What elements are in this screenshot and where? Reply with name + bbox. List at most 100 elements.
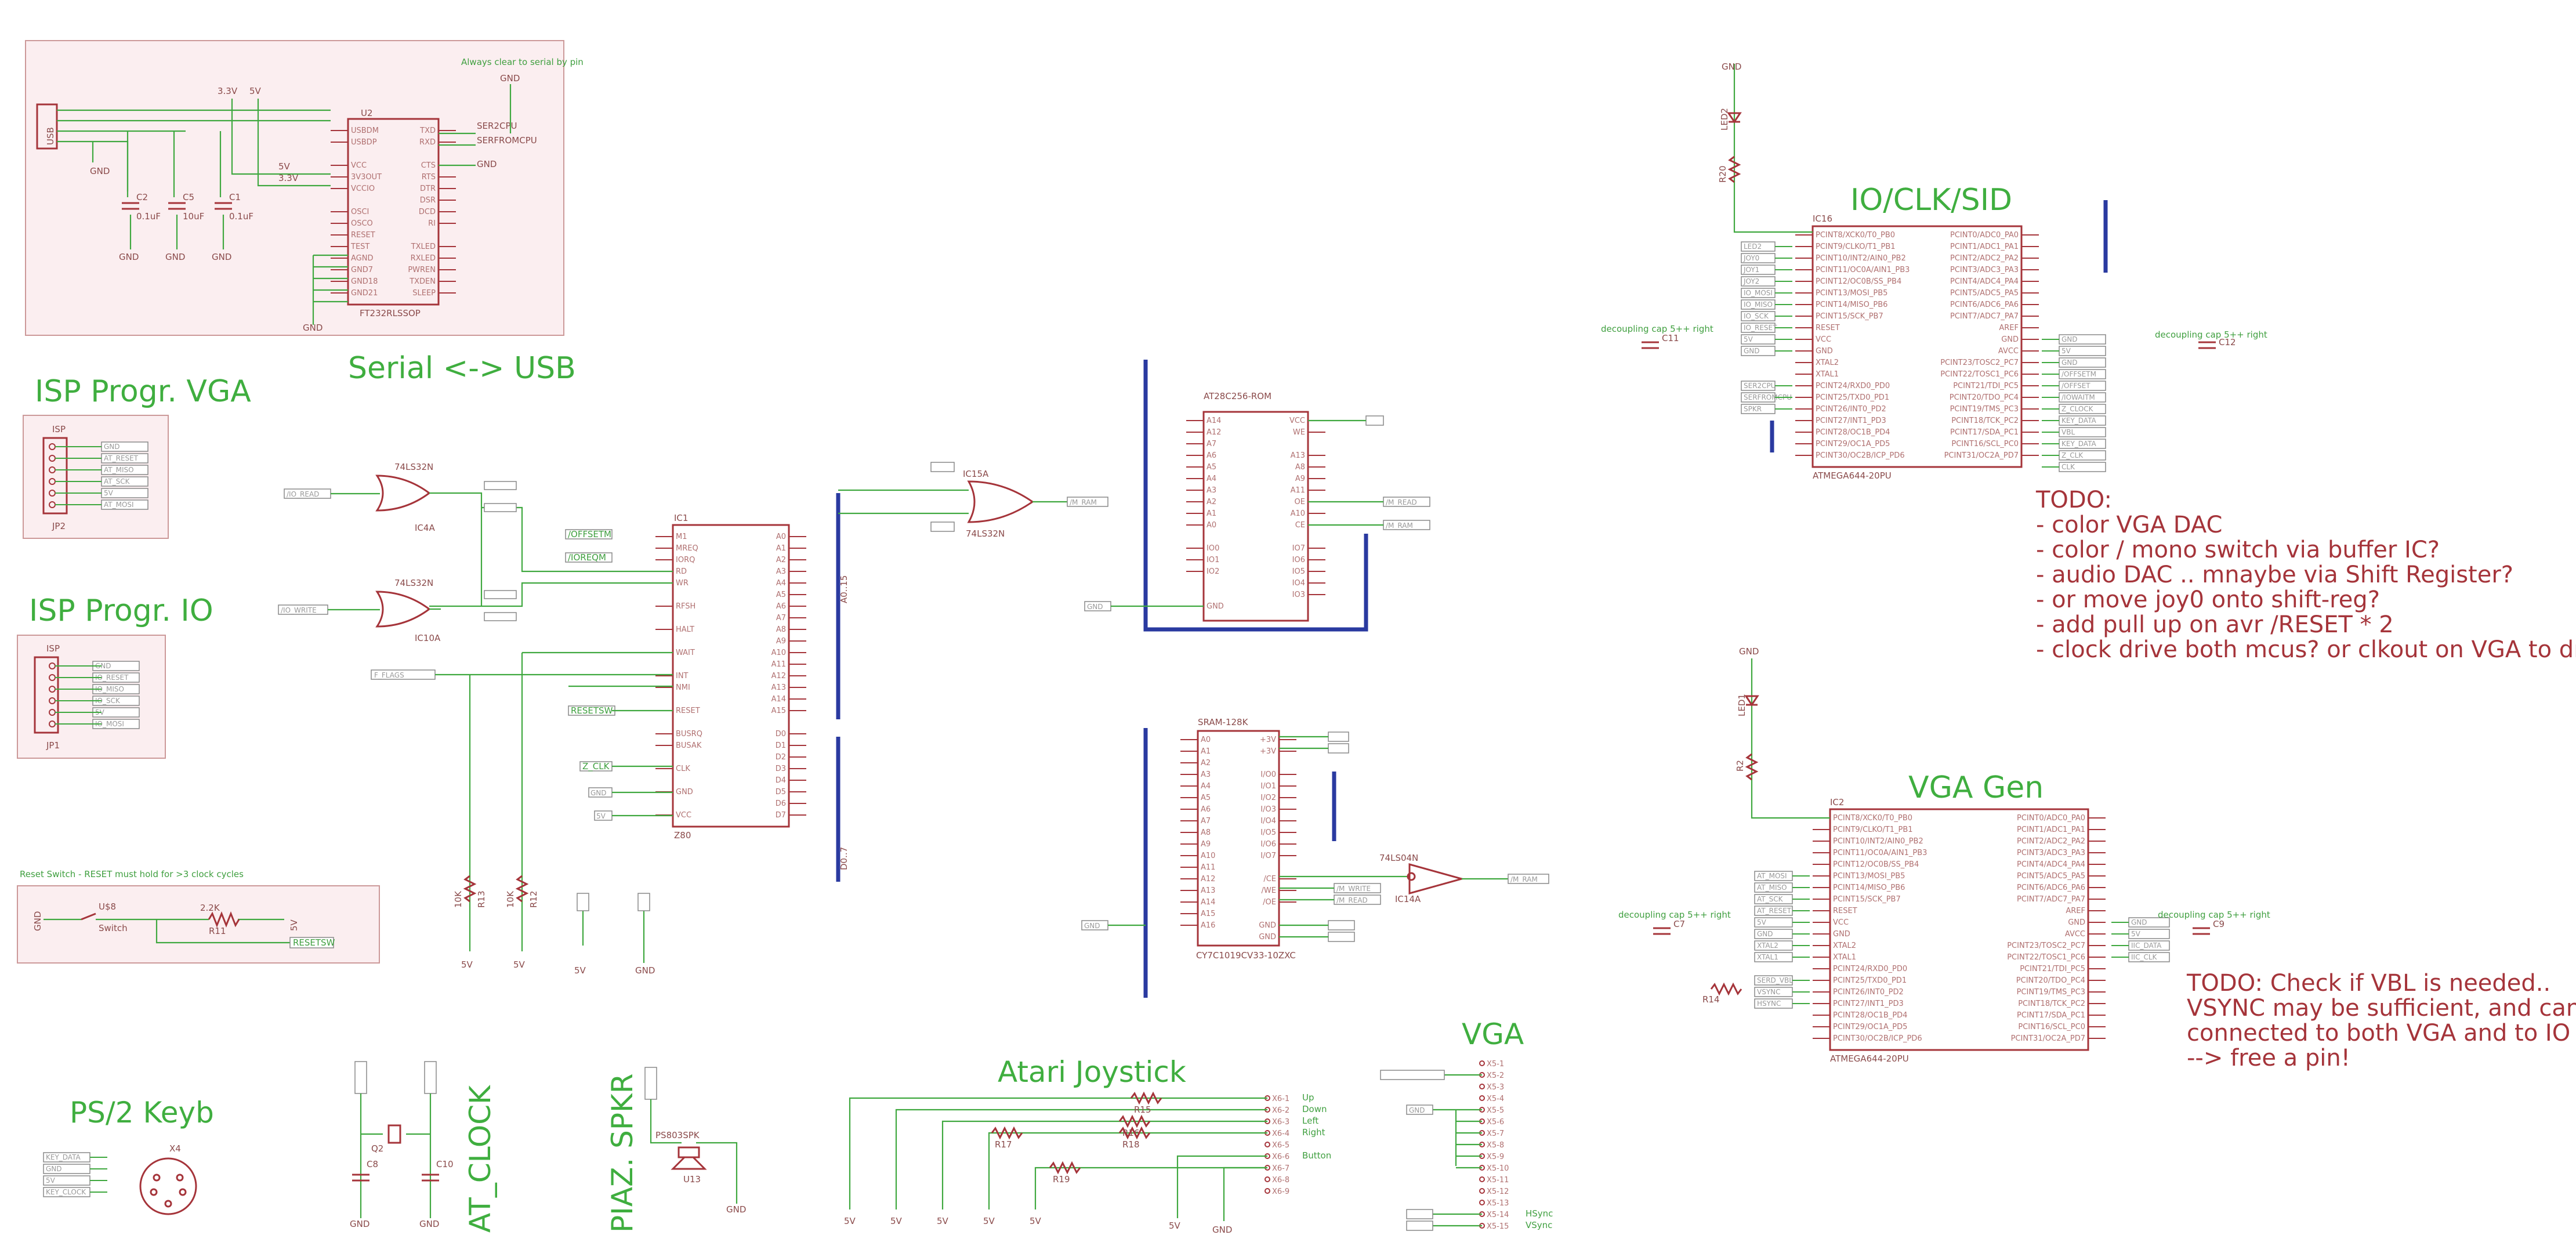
u2-5v-net: 5V bbox=[278, 161, 291, 172]
ft232-gnd: GND bbox=[303, 323, 323, 333]
pin-label: VCC bbox=[1833, 918, 1849, 927]
sram-3v-flag-1 bbox=[1328, 731, 1349, 742]
pin-label: PCINT19/TMS_PC3 bbox=[1950, 405, 2019, 414]
zclk-net: Z_CLK bbox=[582, 761, 610, 772]
net-flag-label: AT_MOSI bbox=[1757, 872, 1787, 880]
ps2-pin-5 bbox=[164, 1200, 172, 1208]
gate-wires bbox=[328, 492, 673, 611]
led1-label: LED1 bbox=[1737, 694, 1747, 716]
pin-label: A1 bbox=[1201, 747, 1211, 756]
vga-pin-label: X5-9 bbox=[1487, 1153, 1504, 1161]
net-flag-label: 5V bbox=[2061, 347, 2071, 355]
pin-label: PCINT18/TCK_PC2 bbox=[2018, 999, 2085, 1008]
pin-label: GND bbox=[2068, 918, 2085, 927]
usb-wires bbox=[57, 109, 331, 191]
ic4a-name: IC4A bbox=[415, 523, 435, 533]
ft-note: Always clear to serial by pin bbox=[461, 57, 584, 67]
pin-label: PCINT24/RXD0_PD0 bbox=[1816, 382, 1890, 390]
pin-label: I/O3 bbox=[1260, 805, 1276, 814]
net-flag-label: XTAL1 bbox=[1757, 953, 1778, 961]
joystick-5v-label: 5V bbox=[890, 1216, 903, 1226]
r13-value: 10K bbox=[453, 890, 463, 908]
pin-label: A4 bbox=[1207, 475, 1216, 483]
joystick-pin-label: X6-3 bbox=[1272, 1118, 1289, 1127]
pullup-resistors bbox=[463, 875, 529, 903]
net-flag-label: IO_SCK bbox=[1744, 312, 1769, 320]
ic15a-gate bbox=[967, 480, 1034, 523]
net-flag-label: 5V bbox=[46, 1176, 56, 1185]
pin-label: PCINT26/INT0_PD2 bbox=[1816, 405, 1886, 414]
vga-pin-label: X5-4 bbox=[1487, 1095, 1504, 1103]
pin-label: PCINT12/OC0B/SS_PB4 bbox=[1816, 277, 1901, 286]
pin-label: A0 bbox=[1207, 521, 1216, 530]
todo-io-line-3: - audio DAC .. mnaybe via Shift Register… bbox=[2036, 562, 2513, 588]
pin-label: A16 bbox=[1201, 921, 1215, 930]
ic15a-block: IC15A 74LS32N /M_RAM bbox=[838, 462, 1108, 539]
c1-gnd: GND bbox=[212, 252, 231, 262]
ic2-decoupling-caps bbox=[1653, 927, 2210, 935]
pin-label: A12 bbox=[1201, 875, 1215, 883]
pin-label: RESET bbox=[351, 231, 375, 240]
vga-gen-title: VGA Gen bbox=[1908, 770, 2044, 805]
pin-label: A10 bbox=[771, 649, 786, 657]
pin-label: PCINT22/TOSC1_PC6 bbox=[1940, 370, 2019, 379]
pin-label: VCC bbox=[676, 811, 691, 820]
u2-name: U2 bbox=[361, 108, 373, 118]
pin-label: PCINT2/ADC2_PA2 bbox=[2017, 837, 2085, 846]
pin-label: A13 bbox=[1291, 451, 1305, 460]
pin-label: USBDM bbox=[351, 126, 379, 135]
joystick-resistor bbox=[991, 1126, 1023, 1140]
net-flag-label: JOY1 bbox=[1743, 266, 1759, 274]
spkr-part: PS803SPK bbox=[655, 1130, 700, 1140]
net-flag-label: GND bbox=[2061, 358, 2078, 367]
ic14a-inverter bbox=[1408, 863, 1465, 895]
pin-label: PCINT4/ADC4_PA4 bbox=[2017, 860, 2085, 869]
a15-flag bbox=[930, 522, 955, 532]
net-flag-label: KEY_DATA bbox=[2061, 417, 2096, 425]
r13-5v: 5V bbox=[461, 959, 473, 970]
isp-io-connector bbox=[34, 656, 59, 734]
joystick-5v: 5V bbox=[1169, 1221, 1181, 1231]
net-flag-label: IIC_CLK bbox=[2131, 953, 2158, 961]
net-flag-label: IO_MISO bbox=[95, 685, 124, 693]
pin-label: PCINT24/RXD0_PD0 bbox=[1833, 965, 1907, 973]
joystick-gnd-wire bbox=[1176, 1155, 1267, 1221]
u2-5v: 5V bbox=[249, 86, 262, 96]
rom-vcc-flag bbox=[1365, 415, 1384, 426]
iorequ-flag bbox=[565, 552, 613, 563]
led2-symbol bbox=[1727, 112, 1742, 124]
vga-pin-label: X5-13 bbox=[1487, 1199, 1509, 1208]
pin-label: A9 bbox=[776, 637, 786, 646]
pin-label: A2 bbox=[776, 556, 786, 564]
ps2-pin-1 bbox=[153, 1174, 161, 1182]
spkr-wires bbox=[650, 1099, 738, 1204]
ic16-right-flags: GND5VGND/OFFSETM/OFFSET/IOWAITMZ_CLOCKKE… bbox=[2042, 334, 2106, 472]
net-flag-label: GND bbox=[2061, 335, 2078, 343]
pin-label: TXLED bbox=[411, 242, 436, 251]
joystick-direction-label: Right bbox=[1302, 1127, 1325, 1138]
pin-label: A0 bbox=[1201, 736, 1211, 744]
pin-label: A12 bbox=[771, 672, 786, 680]
ps2-pin-2 bbox=[176, 1174, 184, 1182]
atclk-flag-1 bbox=[354, 1061, 367, 1094]
c12-note: decoupling cap 5++ right bbox=[2155, 329, 2267, 340]
pin-label: /OE bbox=[1263, 898, 1276, 907]
pin-label: RESET bbox=[676, 707, 700, 715]
pin-label: PCINT7/ADC7_PA7 bbox=[1950, 312, 2019, 321]
pin-label: PCINT20/TDO_PC4 bbox=[1950, 393, 2019, 402]
ic15a-mram-net: /M_RAM bbox=[1070, 498, 1097, 506]
pin-label: PCINT6/ADC6_PA6 bbox=[1950, 300, 2019, 309]
pin-label: I/O6 bbox=[1260, 840, 1276, 849]
resetsw-flag bbox=[289, 937, 334, 948]
led2-label: LED2 bbox=[1719, 108, 1730, 131]
ic16-left-flags: LED2JOY0JOY1JOY2IO_MOSIIO_MISOIO_SCKIO_R… bbox=[1741, 241, 1792, 414]
pin-label: A0 bbox=[776, 533, 786, 541]
ic10a-gate bbox=[375, 591, 431, 628]
u8-label: U$8 bbox=[99, 901, 116, 912]
todo-io-line-2: - color / mono switch via buffer IC? bbox=[2036, 537, 2440, 563]
pin-label: TEST bbox=[350, 242, 369, 251]
pin-label: OSCO bbox=[351, 219, 373, 228]
